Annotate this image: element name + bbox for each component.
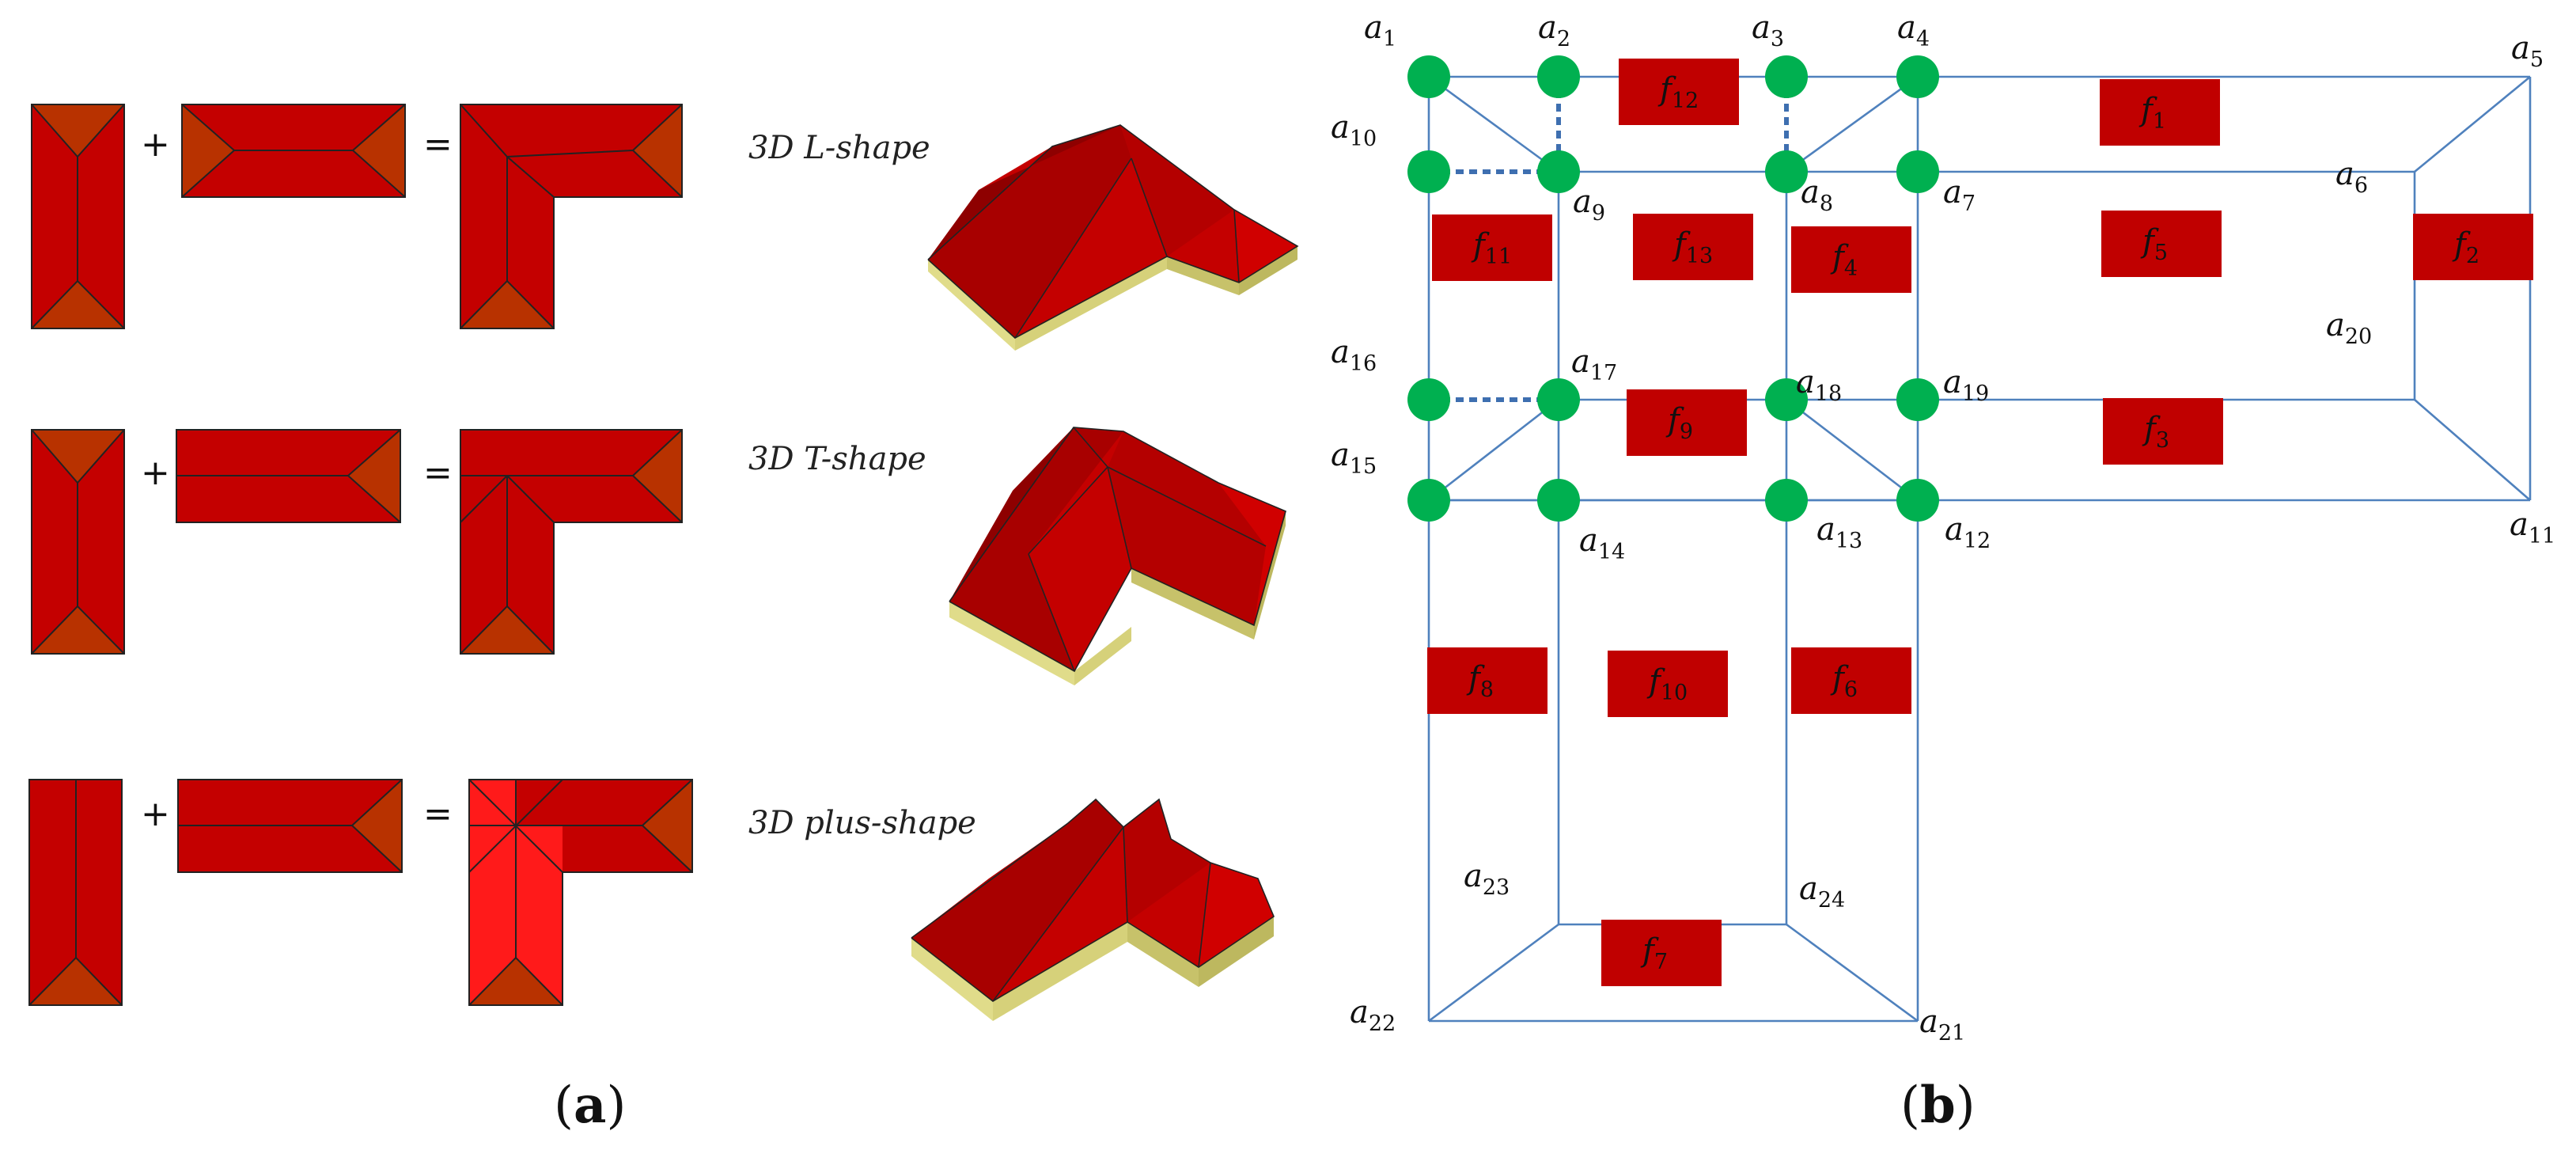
- face-label-f10: f10: [1608, 651, 1728, 717]
- panel-label-b: (b): [1900, 1076, 1976, 1135]
- equals-sign: =: [423, 453, 453, 493]
- svg-text:f9: f9: [1665, 402, 1693, 444]
- vertex-node-a2: [1537, 55, 1580, 98]
- face-label-f12: f12: [1619, 59, 1739, 125]
- vertex-label-a20: a20: [2326, 307, 2372, 349]
- vertex-node-a17: [1537, 378, 1580, 421]
- roof-horizontal-1: [181, 104, 406, 198]
- svg-text:f10: f10: [1646, 663, 1688, 705]
- roof-combined-t: [460, 429, 683, 655]
- row-l-shape: + =: [31, 104, 1299, 351]
- vertex-label-a2: a2: [1538, 9, 1570, 51]
- vertex-nodes: [1407, 55, 1939, 522]
- vertex-node-a19: [1896, 378, 1939, 421]
- vertex-node-a1: [1407, 55, 1450, 98]
- equals-sign: =: [423, 794, 453, 834]
- vertex-label-a17: a17: [1571, 343, 1617, 385]
- panel-a: + =: [28, 104, 1299, 1135]
- svg-text:f8: f8: [1466, 660, 1494, 702]
- equals-sign: =: [423, 124, 453, 165]
- face-label-f6: f6: [1791, 647, 1911, 714]
- vertex-node-a13: [1765, 479, 1808, 522]
- vertex-node-a8: [1765, 150, 1808, 193]
- vertex-node-a3: [1765, 55, 1808, 98]
- face-label-f7: f7: [1601, 920, 1722, 986]
- roof-combined-plus: [468, 779, 693, 1006]
- vertex-node-a10: [1407, 150, 1450, 193]
- panel-label-a: (a): [554, 1076, 626, 1135]
- vertex-label-a15: a15: [1331, 437, 1377, 479]
- face-label-f3: f3: [2103, 398, 2223, 465]
- vertex-node-a16: [1407, 378, 1450, 421]
- model-3d-l: [927, 124, 1299, 351]
- shape-label-l: 3D L-shape: [748, 130, 930, 166]
- face-label-f11: f11: [1432, 214, 1552, 281]
- vertex-label-a6: a6: [2335, 156, 2368, 198]
- vertex-label-a9: a9: [1573, 184, 1605, 226]
- vertex-node-a4: [1896, 55, 1939, 98]
- vertex-label-a1: a1: [1364, 9, 1396, 51]
- vertex-label-a8: a8: [1801, 174, 1833, 216]
- vertex-node-a7: [1896, 150, 1939, 193]
- face-label-f8: f8: [1427, 647, 1547, 714]
- model-3d-plus: [911, 798, 1275, 1021]
- svg-text:f3: f3: [2142, 411, 2169, 453]
- vertex-label-a22: a22: [1350, 994, 1396, 1036]
- roof-vertical-1: [31, 104, 125, 329]
- shape-label-plus: 3D plus-shape: [748, 805, 976, 841]
- model-3d-t: [949, 427, 1286, 685]
- face-label-f2: f2: [2413, 214, 2533, 280]
- vertex-label-a12: a12: [1945, 511, 1991, 553]
- vertex-labels: a1 a2 a3 a4 a5 a6 a7 a8 a9 a10 a11 a12 a13 a14 a15 a16 a…: [1331, 9, 2555, 1046]
- svg-text:f1: f1: [2138, 92, 2166, 134]
- roof-combined-l: [460, 104, 683, 329]
- vertex-node-a14: [1537, 479, 1580, 522]
- face-label-f5: f5: [2101, 211, 2222, 277]
- vertex-node-a18: [1765, 378, 1808, 421]
- vertex-label-a4: a4: [1897, 9, 1930, 51]
- face-label-f13: f13: [1633, 214, 1753, 280]
- vertex-label-a18: a18: [1796, 364, 1842, 406]
- vertex-label-a11: a11: [2510, 507, 2555, 548]
- svg-text:f2: f2: [2452, 226, 2479, 268]
- vertex-label-a3: a3: [1752, 9, 1784, 51]
- roof-horizontal-3: [177, 779, 403, 873]
- vertex-node-a12: [1896, 479, 1939, 522]
- vertex-label-a21: a21: [1919, 1004, 1965, 1046]
- roof-graph-edges: [1427, 75, 2532, 1023]
- face-labels: f1 f2 f3 f4 f5 f6 f7 f8 f9 f10 f11 f12 f13: [1427, 59, 2533, 986]
- vertex-label-a10: a10: [1331, 109, 1377, 151]
- roof-horizontal-2: [176, 429, 401, 523]
- vertex-label-a7: a7: [1943, 174, 1976, 216]
- vertex-label-a16: a16: [1331, 334, 1377, 376]
- plus-sign: +: [141, 453, 170, 493]
- face-label-f9: f9: [1627, 389, 1747, 456]
- vertex-label-a24: a24: [1799, 871, 1845, 913]
- vertex-node-a15: [1407, 479, 1450, 522]
- vertex-label-a14: a14: [1579, 522, 1625, 564]
- vertex-label-a13: a13: [1816, 511, 1862, 553]
- roof-vertical-3: [28, 779, 123, 1006]
- vertex-label-a23: a23: [1464, 858, 1510, 900]
- plus-sign: +: [141, 124, 170, 165]
- plus-sign: +: [141, 794, 170, 834]
- row-plus-shape: + = 3D: [28, 779, 1275, 1021]
- shape-label-t: 3D T-shape: [748, 441, 926, 477]
- vertex-node-a9: [1537, 150, 1580, 193]
- vertex-label-a5: a5: [2511, 30, 2544, 72]
- roof-vertical-2: [31, 429, 125, 655]
- row-t-shape: + = 3D T-shape: [31, 427, 1286, 685]
- face-label-f1: f1: [2100, 79, 2220, 146]
- vertex-label-a19: a19: [1943, 364, 1989, 406]
- face-label-f4: f4: [1791, 226, 1911, 293]
